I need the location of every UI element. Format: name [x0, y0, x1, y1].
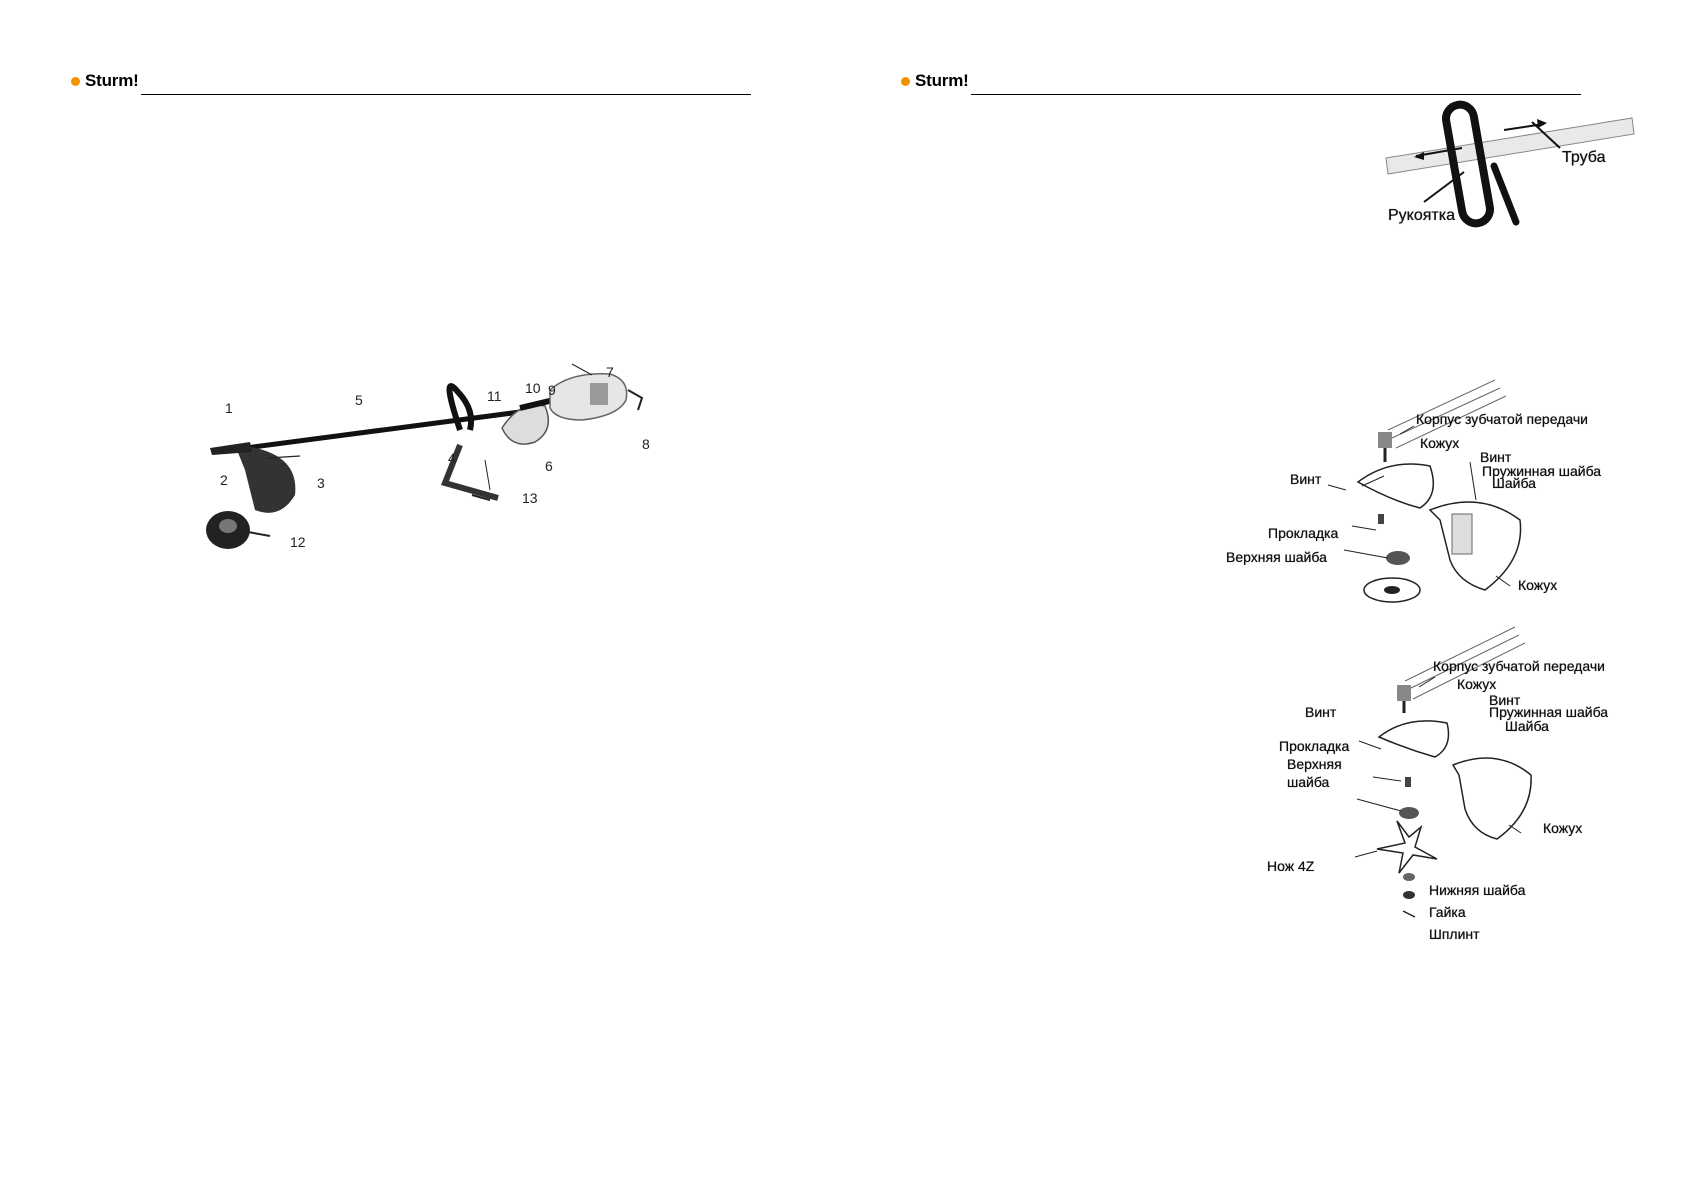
handle-figure: Труба Рукоятка	[1382, 100, 1642, 230]
label-gear-housing: Корпус зубчатой передачи	[1416, 411, 1588, 427]
callout-number: 6	[545, 458, 553, 474]
label-cover-top: Кожух	[1457, 676, 1497, 692]
callout-number: 11	[487, 388, 502, 404]
callout-number: 2	[220, 472, 228, 488]
label-nut: Гайка	[1429, 904, 1466, 920]
header-rule	[971, 94, 1581, 95]
label-washer: Шайба	[1492, 475, 1536, 491]
label-spring-washer: Пружинная шайба	[1482, 463, 1602, 479]
label-cotter-pin: Шплинт	[1429, 926, 1480, 942]
label-screw-right: Винт	[1489, 692, 1521, 708]
label-upper-washer: Верхняя	[1287, 756, 1342, 772]
label-lower-washer: Нижняя шайба	[1429, 882, 1526, 898]
callout-number: 7	[606, 364, 614, 380]
callout-number: 9	[548, 382, 556, 398]
label-screw-right: Винт	[1480, 449, 1512, 465]
callout-number: 13	[522, 490, 538, 506]
trimmer-head-illustration	[1327, 379, 1522, 603]
callout-number: 12	[290, 534, 306, 550]
callout-number: 8	[642, 436, 650, 452]
label-upper-washer: шайба	[1287, 774, 1330, 790]
label-screw-left: Винт	[1290, 471, 1322, 487]
label-cover-top: Кожух	[1420, 435, 1460, 451]
blade-illustration	[1354, 626, 1532, 918]
brand-logo: Sturm!	[915, 71, 969, 90]
brand-logo: Sturm!	[85, 71, 139, 90]
right-page: Sturm! Труба Рукоятка	[842, 0, 1684, 1190]
label-spring-washer: Пружинная шайба	[1489, 704, 1609, 720]
label-gear-housing: Корпус зубчатой передачи	[1433, 658, 1605, 674]
callout-number: 3	[317, 475, 325, 491]
label-screw-left: Винт	[1305, 704, 1337, 720]
product-overview-figure: 1 2 3 4 5 6 7 8 9 10 11 12 13	[190, 350, 690, 570]
callout-number: 5	[355, 392, 363, 408]
page-header: Sturm!	[71, 71, 751, 98]
logo-dot-icon	[901, 77, 910, 86]
label-pipe: Труба	[1562, 149, 1606, 166]
callout-number: 4	[448, 450, 456, 466]
blade-figure: Корпус зубчатой передачи Кожух Винт Пруж…	[1267, 626, 1677, 945]
header-rule	[141, 94, 751, 95]
logo-dot-icon	[71, 77, 80, 86]
label-upper-washer: Верхняя шайба	[1226, 549, 1327, 565]
handle-illustration	[1385, 100, 1635, 228]
trimmer-illustration	[206, 363, 644, 549]
callout-number: 1	[225, 400, 233, 416]
label-washer: Шайба	[1505, 718, 1549, 734]
label-cover-bottom: Кожух	[1518, 577, 1558, 593]
trimmer-head-figure: Корпус зубчатой передачи Кожух Винт Пруж…	[1226, 379, 1680, 650]
label-handle: Рукоятка	[1388, 207, 1455, 224]
callout-number: 10	[525, 380, 541, 396]
label-cover-bottom: Кожух	[1543, 820, 1583, 836]
page-header: Sturm!	[901, 71, 1581, 98]
label-blade: Нож 4Z	[1267, 858, 1315, 874]
label-gasket: Прокладка	[1268, 525, 1339, 541]
left-page: Sturm!	[71, 71, 751, 570]
label-gasket: Прокладка	[1279, 738, 1350, 754]
